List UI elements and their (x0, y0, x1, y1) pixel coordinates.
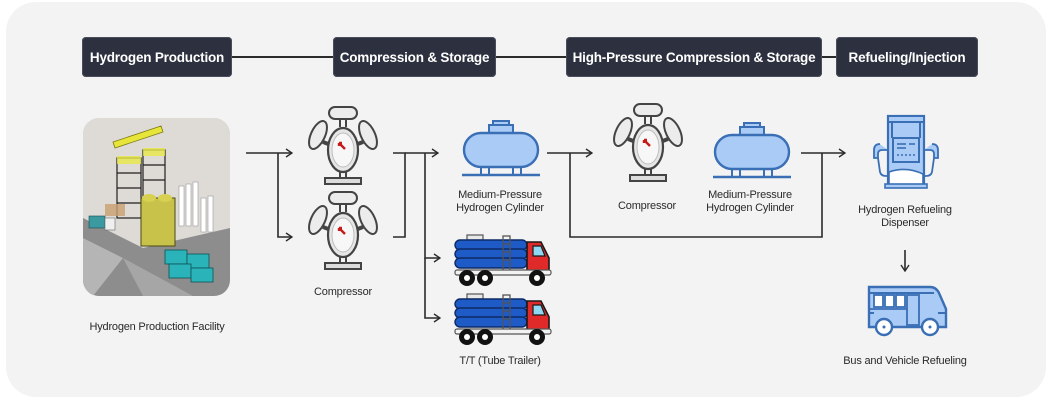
arrow-facility-to-compressor-2 (277, 153, 292, 237)
high-pressure-compressor-label: Compressor (618, 200, 676, 212)
medium-cylinder-2-label-line2: Hydrogen Cylinder (706, 202, 794, 214)
tube-trailer-truck-icon (453, 293, 553, 349)
fuel-dispenser-icon (873, 114, 939, 189)
arrow-to-tube-trailer-2 (424, 258, 440, 318)
compressor-icon (612, 102, 684, 182)
arrow-to-tube-trailer-1 (424, 153, 440, 258)
compressor-merge-line (393, 152, 406, 238)
stage-refueling-injection: Refueling/Injection (836, 37, 978, 77)
hydrogen-tank-icon (461, 119, 541, 179)
hydrogen-plant-image (83, 118, 230, 296)
medium-cylinder-label-line1: Medium-Pressure (458, 189, 542, 201)
dispenser-label: Hydrogen Refueling Dispenser (845, 204, 965, 230)
stage-compression-storage: Compression & Storage (333, 37, 496, 77)
stage-label: Refueling/Injection (848, 49, 966, 65)
bus-icon (867, 285, 948, 337)
stage-label: High-Pressure Compression & Storage (572, 49, 816, 65)
hydrogen-tank-icon (712, 121, 792, 181)
compressor-label: Compressor (314, 286, 372, 298)
medium-cylinder-label-line2: Hydrogen Cylinder (456, 202, 544, 214)
dispenser-label-line1: Hydrogen Refueling (858, 204, 952, 216)
tube-trailer-truck-icon (453, 234, 553, 290)
stage-label: Hydrogen Production (89, 49, 225, 65)
tube-trailer-label: T/T (Tube Trailer) (459, 355, 541, 367)
stage-label: Compression & Storage (339, 49, 490, 65)
medium-cylinder-label: Medium-Pressure Hydrogen Cylinder (440, 189, 560, 215)
dispenser-label-line2: Dispenser (881, 217, 929, 229)
bus-label: Bus and Vehicle Refueling (843, 355, 967, 367)
compressor-icon (307, 105, 379, 185)
medium-cylinder-2-label: Medium-Pressure Hydrogen Cylinder (690, 189, 810, 215)
stage-high-pressure-compression-storage: High-Pressure Compression & Storage (566, 37, 822, 77)
facility-label: Hydrogen Production Facility (89, 321, 225, 333)
compressor-icon (307, 190, 379, 270)
bypass-line (569, 153, 823, 238)
medium-cylinder-2-label-line1: Medium-Pressure (708, 189, 792, 201)
stage-hydrogen-production: Hydrogen Production (82, 37, 232, 77)
